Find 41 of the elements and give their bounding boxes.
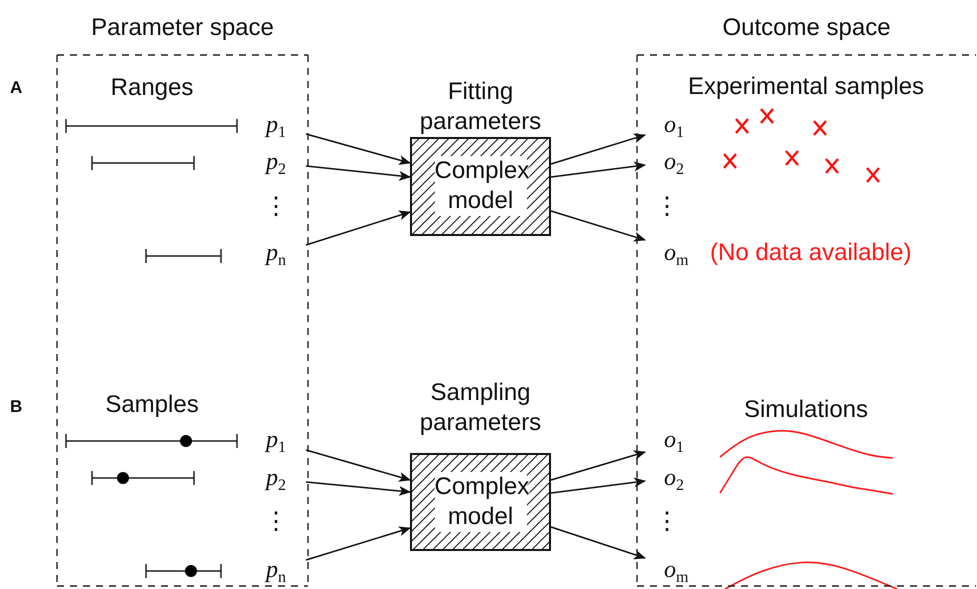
- text-label: ⋮: [264, 507, 288, 537]
- arrow: [550, 161, 646, 178]
- arrow: [306, 133, 411, 165]
- text-label: Ranges: [110, 73, 194, 103]
- region-heading: Parameter space: [90, 13, 275, 43]
- math-variable: o$_{2}$: [645, 463, 701, 493]
- math-variable: p$_{2}$: [262, 147, 306, 177]
- math-variable: p$_{n}$: [262, 555, 306, 585]
- text-label: ⋮: [655, 507, 679, 537]
- math-variable: p$_{1}$: [262, 110, 306, 140]
- arrow: [550, 526, 646, 560]
- arrow: [306, 210, 411, 246]
- math-variable: p$_{n}$: [262, 238, 306, 268]
- model-heading: Fitting parameters: [418, 77, 542, 137]
- arrow: [550, 133, 646, 165]
- arrow: [550, 477, 646, 494]
- arrow: [550, 450, 646, 481]
- model-label: Complex model: [434, 472, 526, 532]
- region-heading: Outcome space: [721, 13, 892, 43]
- text-label: Simulations: [744, 395, 868, 425]
- text-label: ⋮: [655, 192, 679, 222]
- math-variable: o$_{m}$: [645, 238, 705, 268]
- text-label: ⋮: [264, 192, 288, 222]
- math-variable: p$_{1}$: [262, 425, 306, 455]
- math-variable: o$_{2}$: [645, 147, 701, 177]
- text-label: Samples: [105, 390, 199, 420]
- math-variable: o$_{m}$: [645, 555, 705, 585]
- panel-letter: A: [10, 77, 22, 99]
- text-label: Experimental samples: [688, 72, 924, 102]
- panel-letter: B: [10, 396, 22, 418]
- model-label: Complex model: [434, 156, 526, 216]
- math-variable: o$_{1}$: [645, 110, 701, 140]
- arrow: [306, 165, 411, 181]
- text-label: (No data available): [710, 238, 912, 268]
- math-variable: p$_{2}$: [262, 463, 306, 493]
- arrow: [550, 210, 646, 242]
- arrow: [306, 481, 411, 496]
- arrow: [306, 449, 411, 482]
- model-heading: Sampling parameters: [418, 378, 542, 438]
- arrow: [306, 526, 411, 561]
- math-variable: o$_{1}$: [645, 425, 701, 455]
